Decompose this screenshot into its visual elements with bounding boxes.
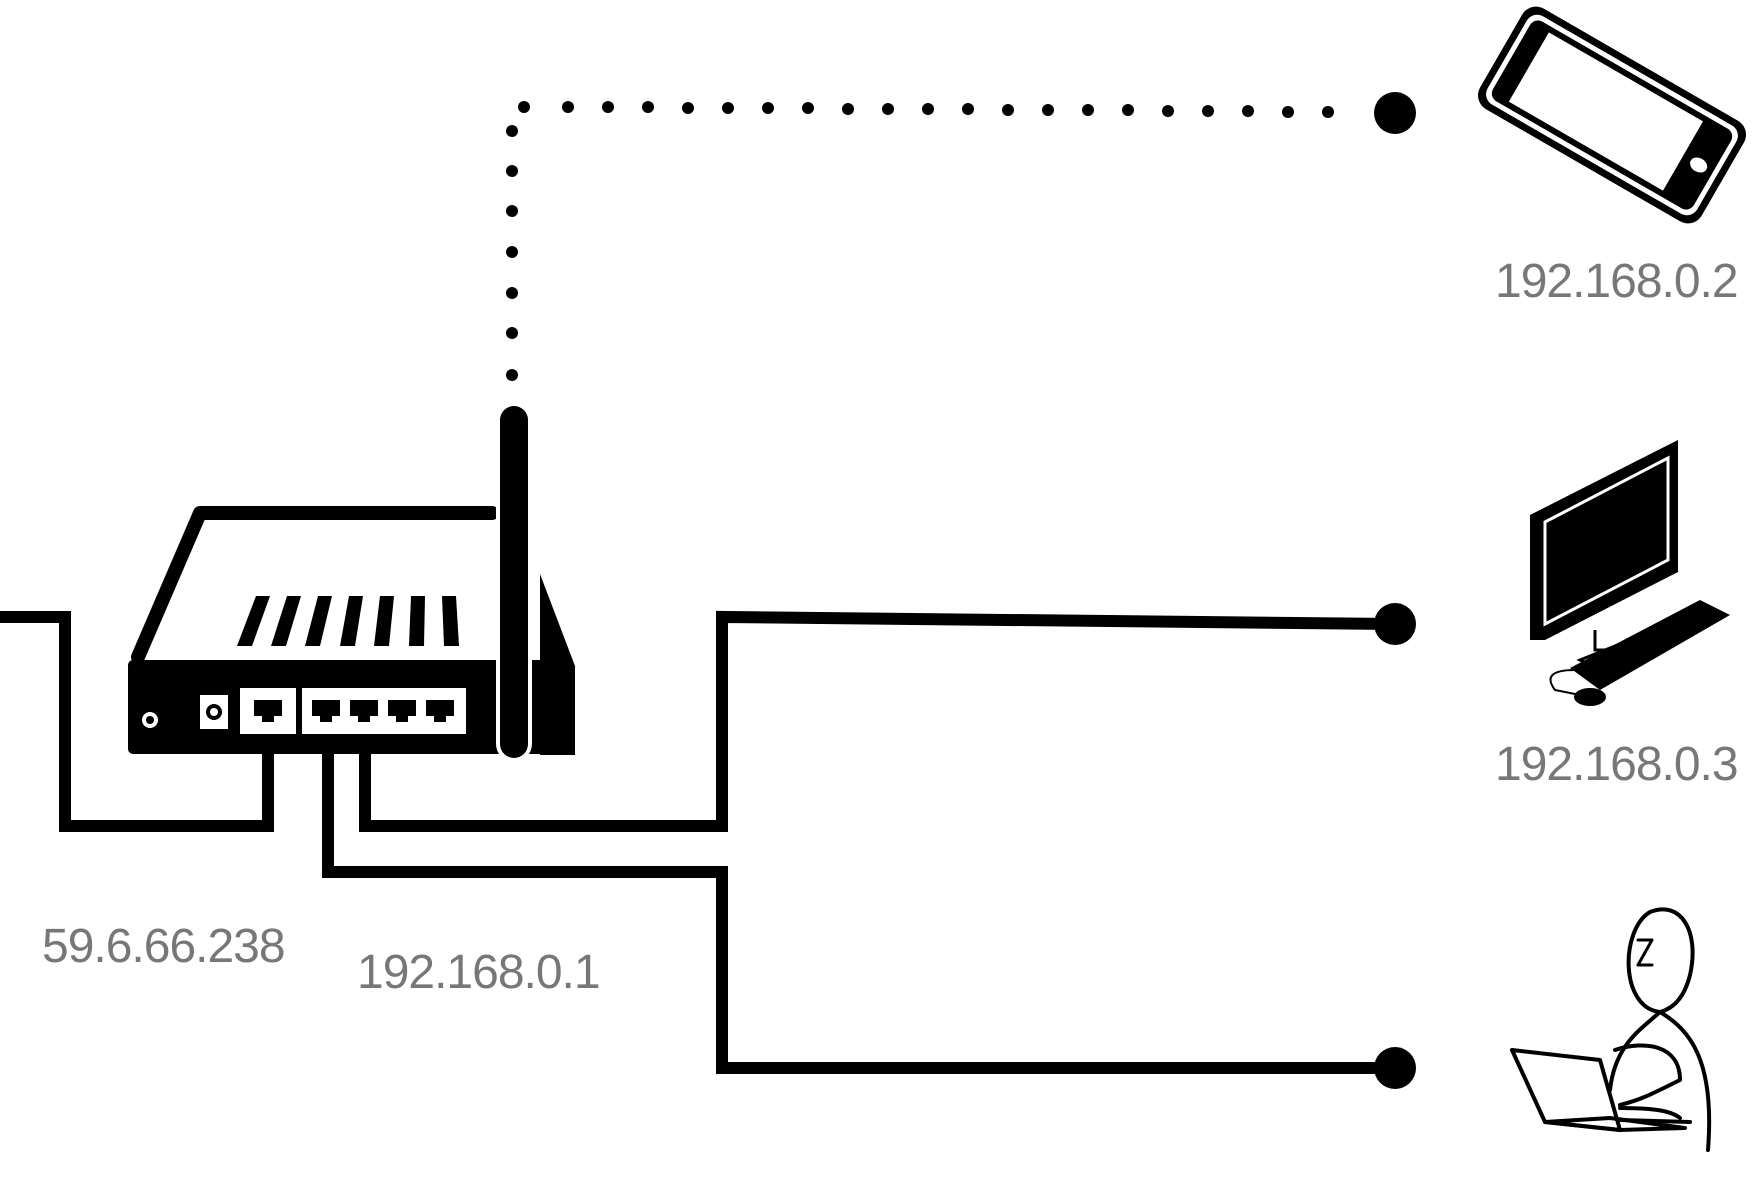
- desktop-computer-icon: [1530, 440, 1730, 706]
- desktop-ip-label: 192.168.0.3: [1495, 738, 1738, 791]
- router-lan-ip-label: 192.168.0.1: [357, 946, 600, 999]
- wan-cable: [0, 611, 274, 832]
- lan-cable-desktop: [359, 610, 1396, 832]
- laptop-connection-endpoint: [1374, 1047, 1416, 1089]
- smartphone-icon: [1478, 6, 1746, 224]
- wireless-link: [506, 101, 1334, 381]
- desktop-connection-endpoint: [1374, 603, 1416, 645]
- phone-ip-label: 192.168.0.2: [1495, 255, 1738, 308]
- router-wan-ip-label: 59.6.66.238: [42, 920, 285, 973]
- wifi-router-icon: [128, 402, 575, 762]
- connections: [0, 92, 1416, 1089]
- person-with-laptop-icon: [1510, 907, 1712, 1152]
- phone-connection-endpoint: [1374, 92, 1416, 134]
- lan-cable-laptop: [322, 720, 1395, 1074]
